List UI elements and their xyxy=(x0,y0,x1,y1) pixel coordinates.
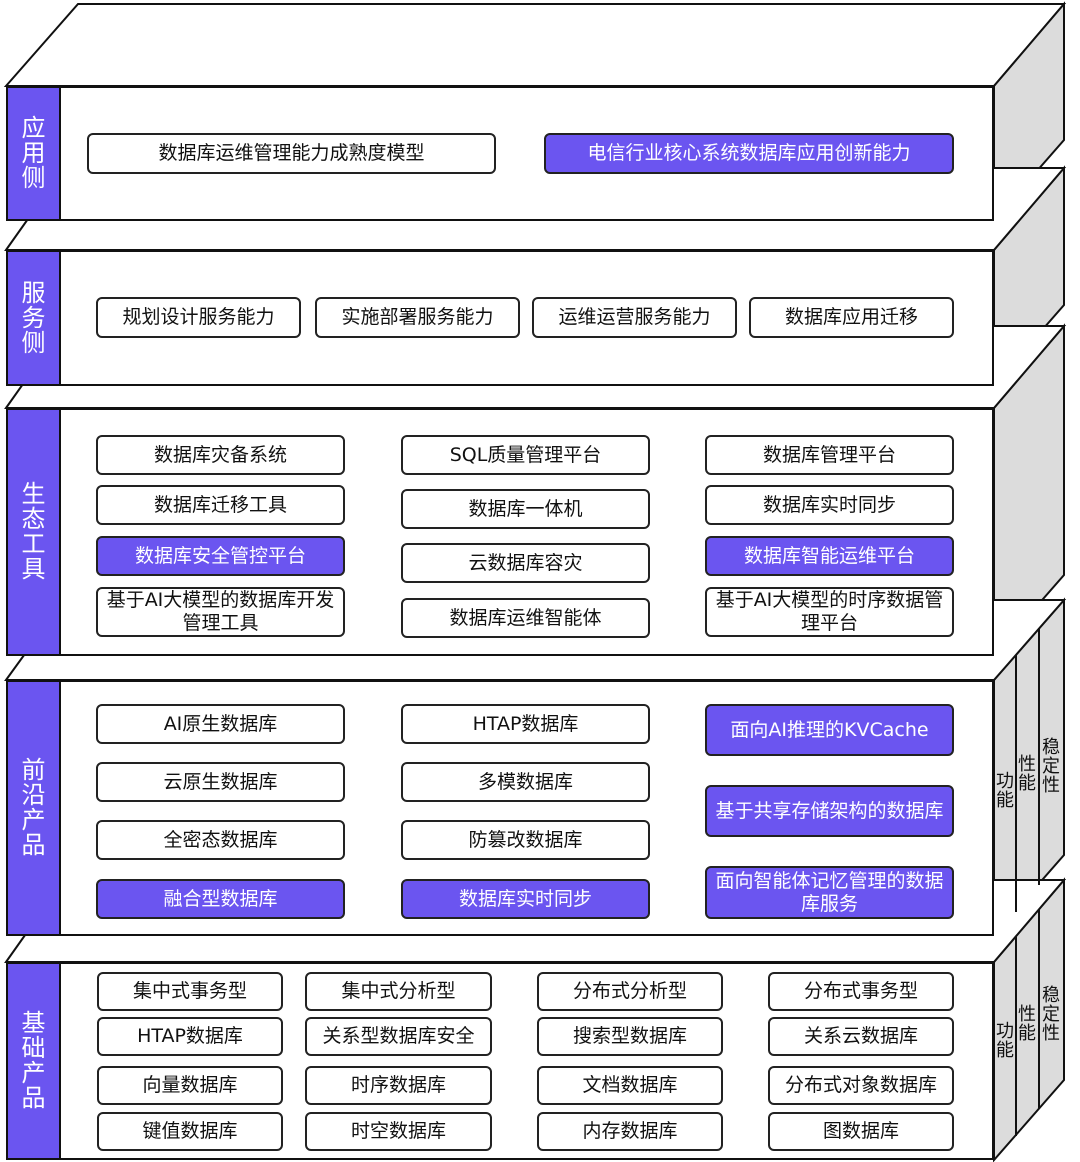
base-item: 内存数据库 xyxy=(537,1112,723,1151)
eco-item: 数据库实时同步 xyxy=(705,485,954,525)
base-item: 键值数据库 xyxy=(97,1112,283,1151)
frontier-side-label-performance: 性能 xyxy=(1018,754,1036,794)
layer-label-application: 应用侧 xyxy=(8,88,61,219)
frontier-item-highlight: 面向AI推理的KVCache xyxy=(705,704,954,756)
base-item: 时空数据库 xyxy=(305,1112,492,1151)
base-side-label-performance: 性能 xyxy=(1018,1004,1036,1044)
base-item: 图数据库 xyxy=(768,1112,954,1151)
eco-item: 数据库管理平台 xyxy=(705,435,954,475)
base-item: 向量数据库 xyxy=(97,1066,283,1105)
base-item: 集中式分析型 xyxy=(305,972,492,1011)
layer-label-frontier: 前沿产品 xyxy=(8,682,61,934)
frontier-item: 防篡改数据库 xyxy=(401,820,650,860)
frontier-item: 云原生数据库 xyxy=(96,762,345,802)
eco-item-highlight: 数据库安全管控平台 xyxy=(96,536,345,576)
frontier-item-highlight: 面向智能体记忆管理的数据库服务 xyxy=(705,866,954,919)
eco-item: 数据库灾备系统 xyxy=(96,435,345,475)
base-item: 时序数据库 xyxy=(305,1066,492,1105)
base-side-label-stability: 稳定性 xyxy=(1042,985,1060,1044)
service-item: 实施部署服务能力 xyxy=(315,297,520,338)
frontier-item-highlight: 数据库实时同步 xyxy=(401,879,650,919)
eco-item: 数据库一体机 xyxy=(401,489,650,529)
service-item: 数据库应用迁移 xyxy=(749,297,954,338)
frontier-item: 全密态数据库 xyxy=(96,820,345,860)
eco-item: 数据库运维智能体 xyxy=(401,598,650,638)
frontier-item: HTAP数据库 xyxy=(401,704,650,744)
frontier-side-label-function: 功能 xyxy=(996,771,1014,811)
layer-label-text: 生态工具 xyxy=(21,480,46,583)
layer-label-text: 服务侧 xyxy=(21,278,46,357)
eco-item: 云数据库容灾 xyxy=(401,543,650,583)
base-item: 关系云数据库 xyxy=(768,1017,954,1056)
frontier-item-highlight: 基于共享存储架构的数据库 xyxy=(705,785,954,837)
eco-item-highlight: 数据库智能运维平台 xyxy=(705,536,954,576)
eco-item: SQL质量管理平台 xyxy=(401,435,650,475)
base-item: 文档数据库 xyxy=(537,1066,723,1105)
base-item: 分布式分析型 xyxy=(537,972,723,1011)
eco-item: 基于AI大模型的时序数据管理平台 xyxy=(705,587,954,637)
base-item: 集中式事务型 xyxy=(97,972,283,1011)
base-item: HTAP数据库 xyxy=(97,1017,283,1056)
layer-label-text: 基础产品 xyxy=(21,1009,46,1112)
frontier-side-label-stability: 稳定性 xyxy=(1042,737,1060,796)
frontier-item-highlight: 融合型数据库 xyxy=(96,879,345,919)
layer-label-service: 服务侧 xyxy=(8,252,61,384)
service-item: 规划设计服务能力 xyxy=(96,297,301,338)
frontier-item: 多模数据库 xyxy=(401,762,650,802)
layer-label-base: 基础产品 xyxy=(8,964,61,1158)
base-side-label-function: 功能 xyxy=(996,1021,1014,1061)
base-item: 搜索型数据库 xyxy=(537,1017,723,1056)
layer-label-ecosystem: 生态工具 xyxy=(8,410,61,654)
eco-item: 基于AI大模型的数据库开发管理工具 xyxy=(96,587,345,637)
base-item: 分布式对象数据库 xyxy=(768,1066,954,1105)
eco-item: 数据库迁移工具 xyxy=(96,485,345,525)
app-item: 数据库运维管理能力成熟度模型 xyxy=(87,133,496,174)
app-item-highlight: 电信行业核心系统数据库应用创新能力 xyxy=(544,133,954,174)
layer-label-text: 应用侧 xyxy=(21,114,46,192)
base-item: 关系型数据库安全 xyxy=(305,1017,492,1056)
base-item: 分布式事务型 xyxy=(768,972,954,1011)
service-item: 运维运营服务能力 xyxy=(532,297,737,338)
layer-label-text: 前沿产品 xyxy=(21,756,46,859)
frontier-item: AI原生数据库 xyxy=(96,704,345,744)
